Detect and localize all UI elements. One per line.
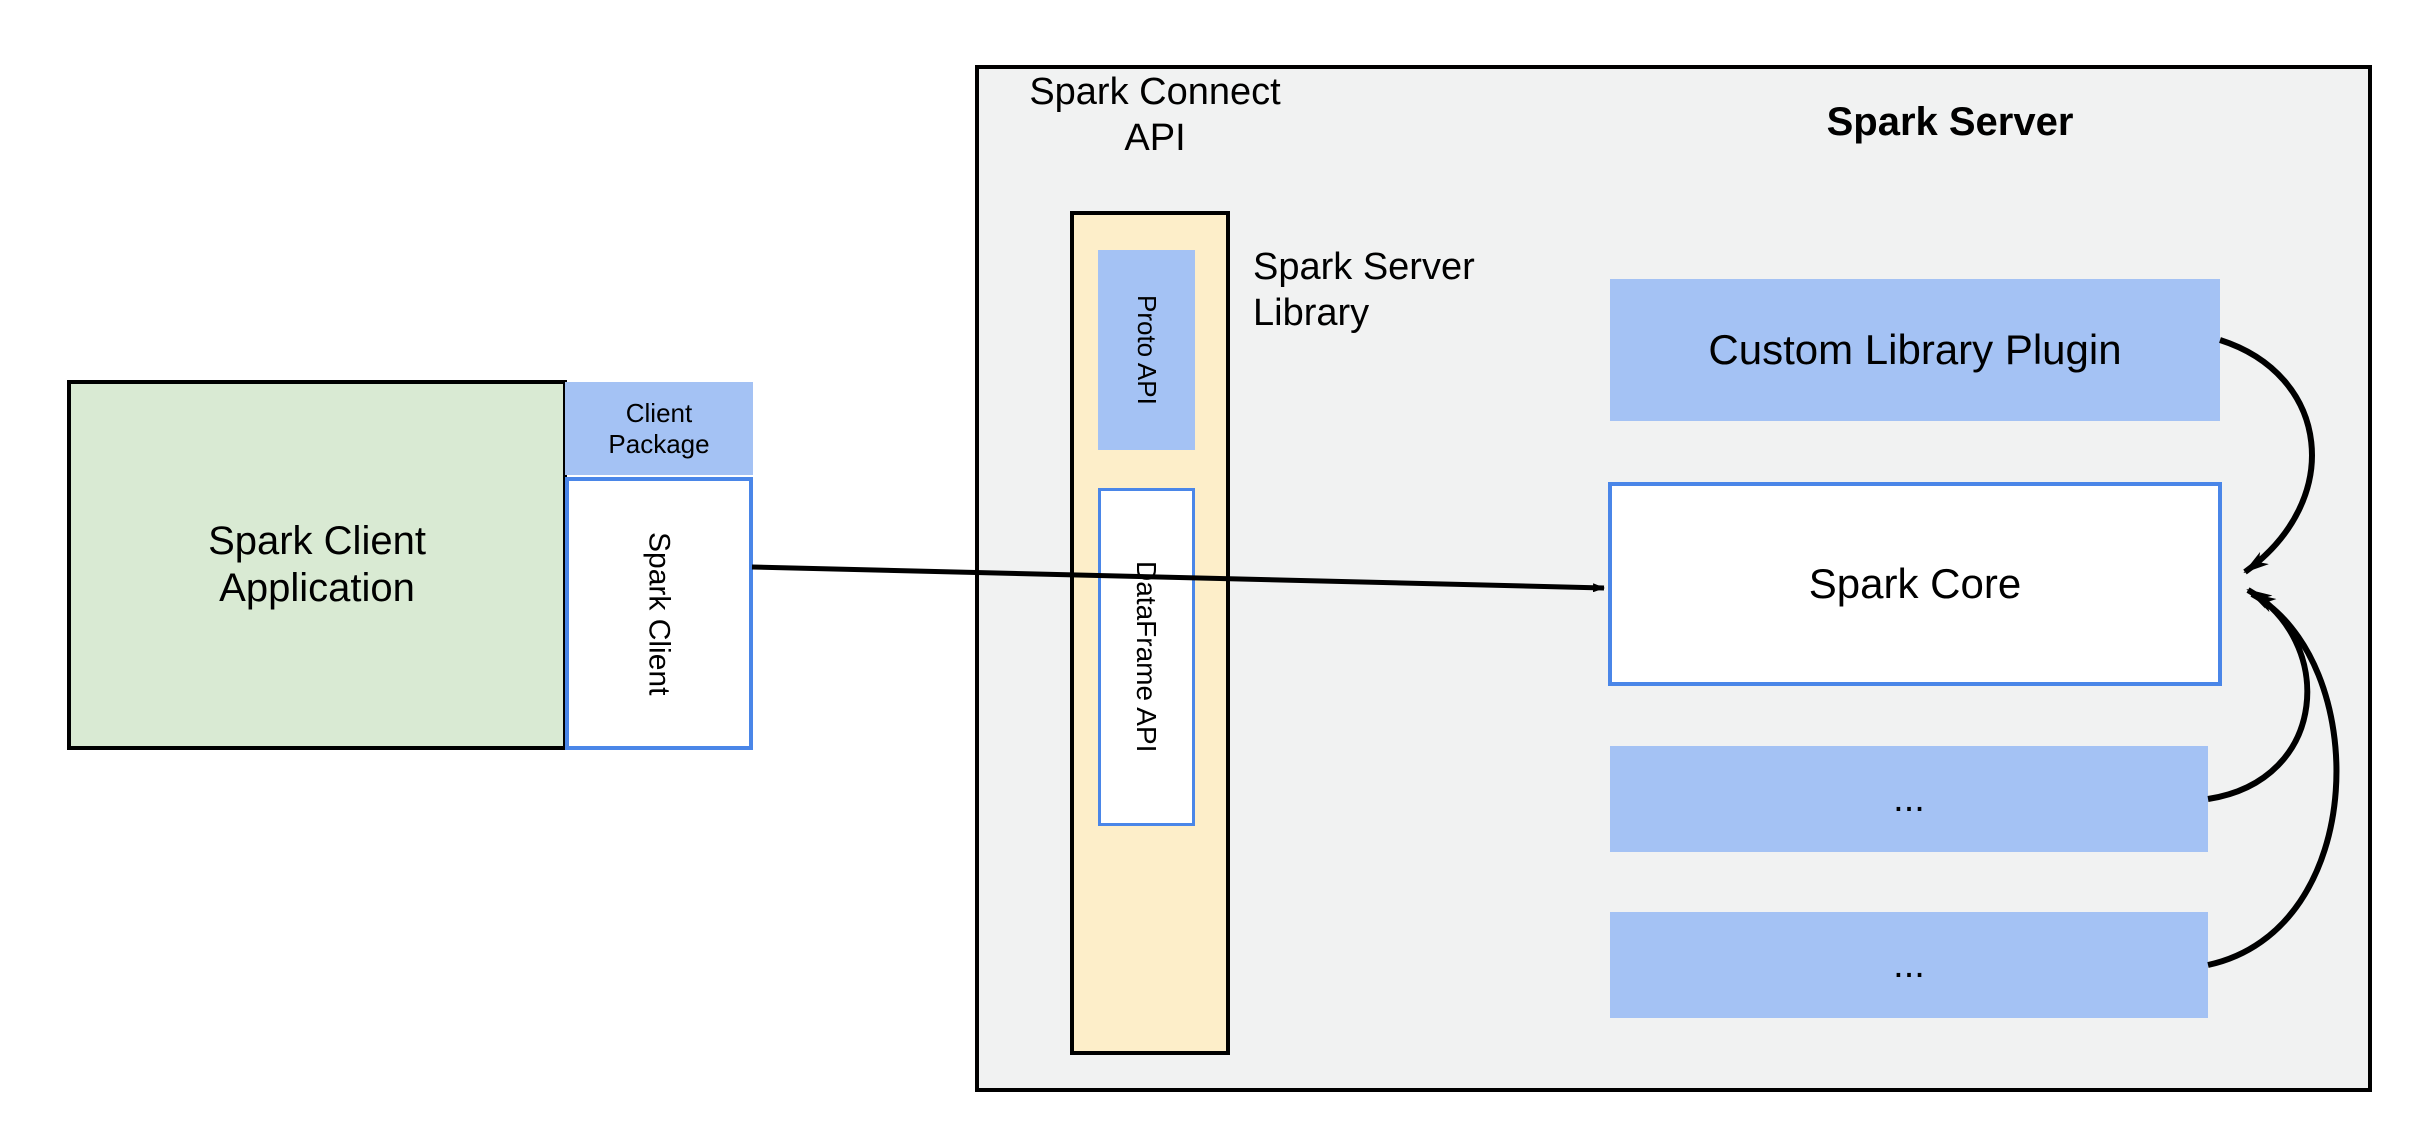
spark-core-label: Spark Core (1808, 560, 2022, 608)
spark-core-box: Spark Core (1608, 482, 2222, 686)
spark-connect-api-label: Spark Connect API (1029, 71, 1281, 159)
proto-api-label: Proto API (1131, 295, 1162, 405)
client-package-label: Client Package (608, 397, 710, 459)
additional-component-box-1: ... (1610, 746, 2208, 852)
custom-library-plugin-label: Custom Library Plugin (1708, 326, 2122, 374)
spark-client-label: Spark Client (642, 531, 676, 696)
dataframe-api-label: DataFrame API (1131, 561, 1163, 753)
spark-client-box: Spark Client (565, 477, 753, 750)
additional-component-label-2: ... (1893, 943, 1925, 986)
spark-server-library-label: Spark Server Library (1253, 246, 1475, 334)
additional-component-label-1: ... (1893, 777, 1925, 820)
custom-library-plugin-box: Custom Library Plugin (1610, 279, 2220, 421)
client-package-box: Client Package (565, 382, 753, 475)
additional-component-box-2: ... (1610, 912, 2208, 1018)
proto-api-box: Proto API (1098, 250, 1195, 450)
spark-client-application-label: Spark Client Application (208, 518, 426, 610)
dataframe-api-box: DataFrame API (1098, 488, 1195, 826)
spark-client-application-box: Spark Client Application (67, 380, 567, 750)
spark-server-title: Spark Server (1826, 100, 2074, 144)
